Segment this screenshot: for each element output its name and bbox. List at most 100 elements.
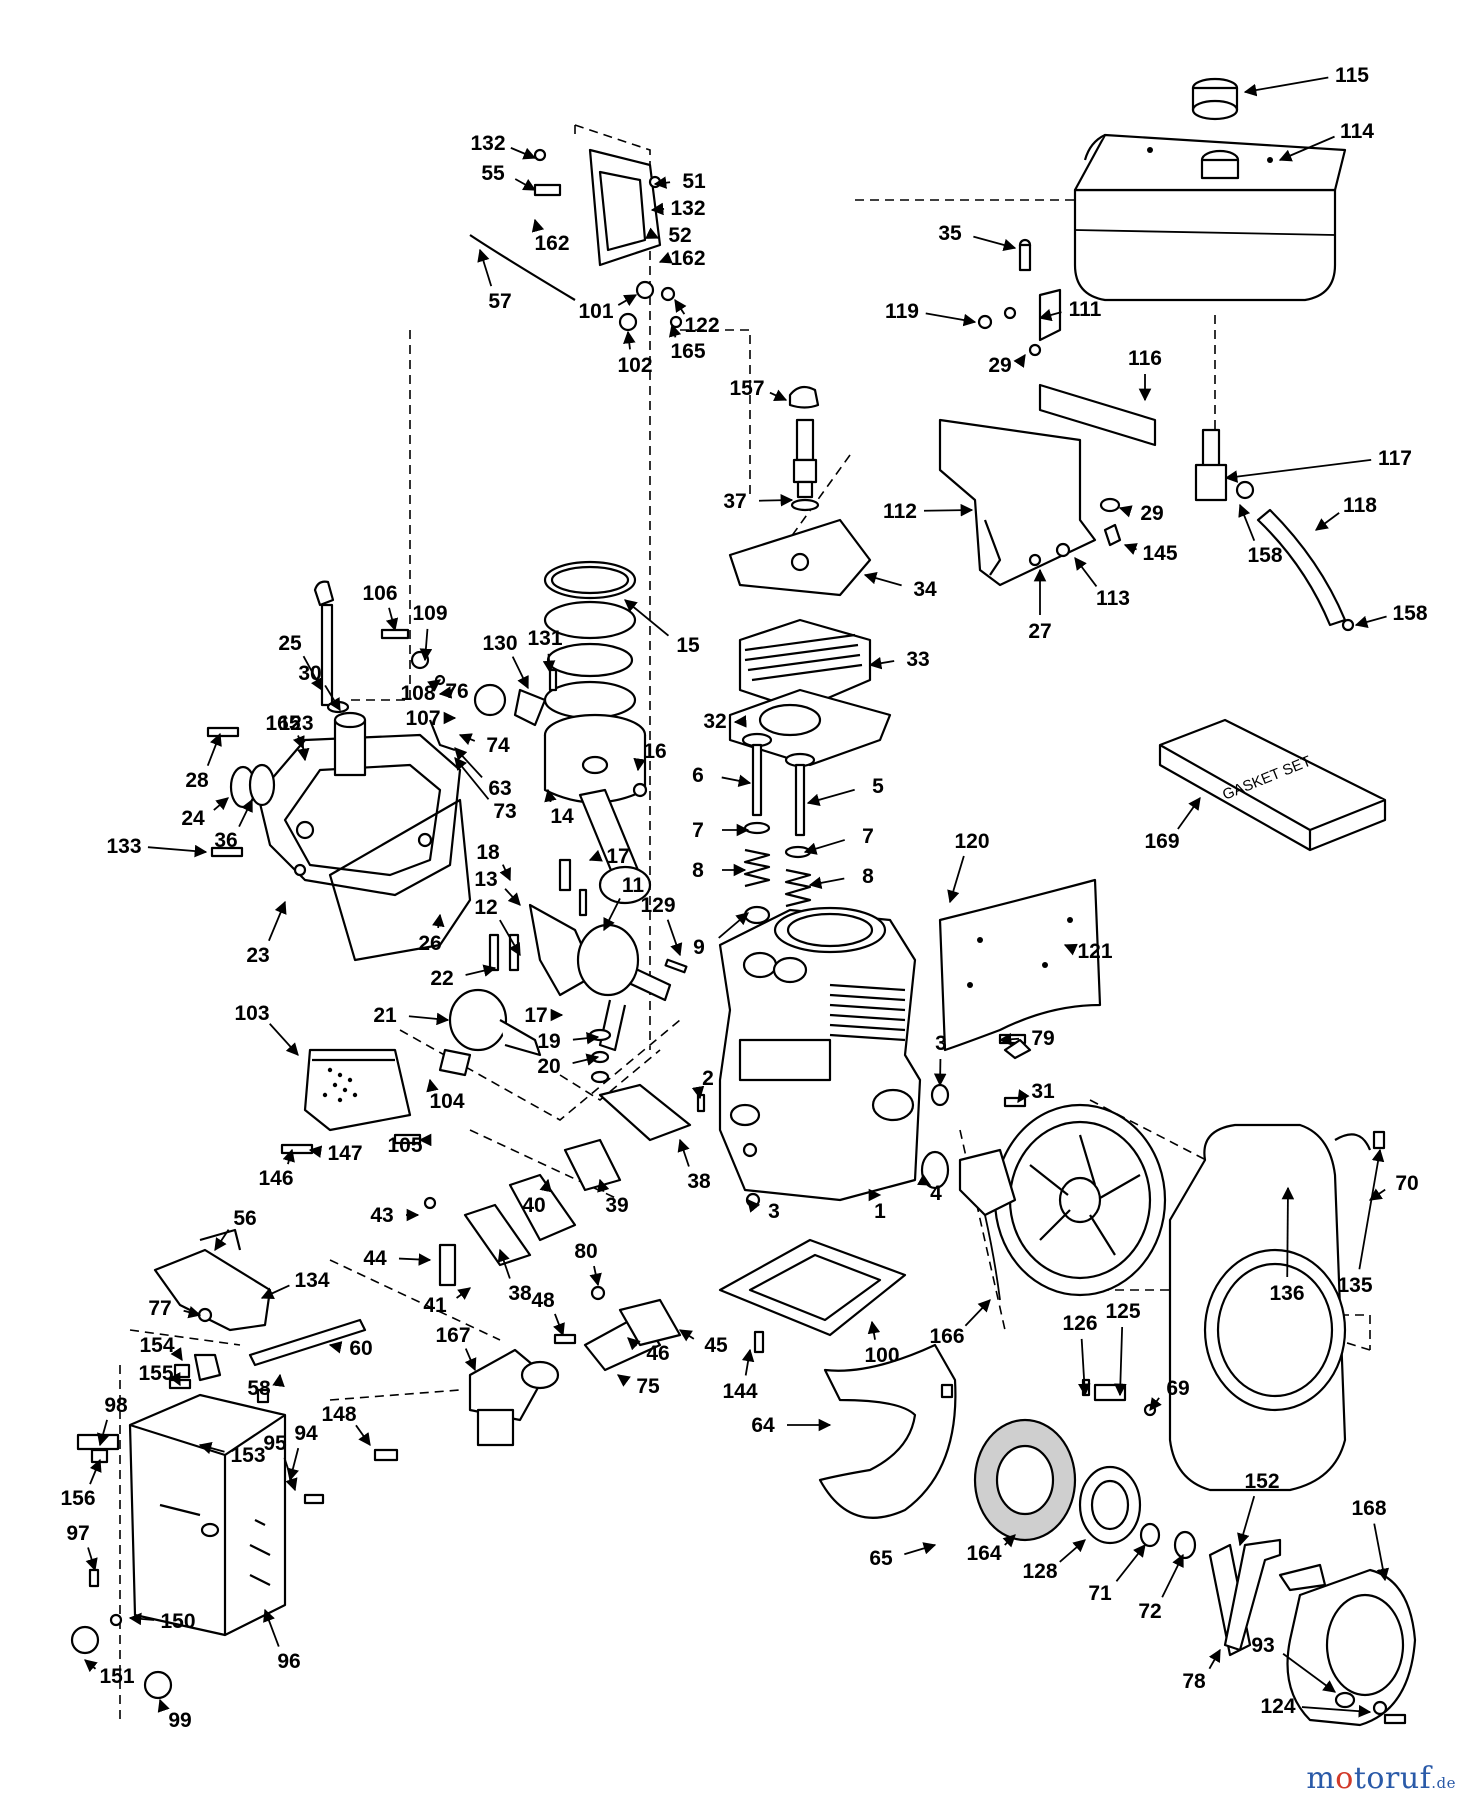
callout-71: 71 (1088, 1582, 1112, 1605)
leader-104 (426, 1078, 439, 1093)
callout-39: 39 (605, 1194, 628, 1217)
leader-4 (917, 1173, 932, 1186)
leader-102 (623, 330, 636, 350)
callout-100: 100 (864, 1344, 899, 1367)
callout-30: 30 (298, 662, 321, 685)
leader-136 (1281, 1186, 1295, 1278)
tank-bracket (938, 288, 1157, 587)
leader-144 (741, 1348, 755, 1376)
callout-13: 13 (474, 868, 497, 891)
callout-107: 107 (405, 707, 440, 730)
leader-124 (1301, 1704, 1372, 1718)
leader-119 (925, 312, 977, 327)
callout-35: 35 (938, 222, 962, 245)
flywheel (993, 1103, 1167, 1297)
leader-44 (398, 1253, 432, 1266)
callout-150: 150 (160, 1610, 195, 1633)
leader-57 (477, 248, 493, 287)
callout-24: 24 (181, 807, 205, 830)
callout-162: 162 (534, 232, 569, 255)
leader-145 (1123, 543, 1138, 555)
piston-rings (543, 560, 637, 720)
callout-60: 60 (349, 1337, 372, 1360)
callout-108: 108 (400, 682, 435, 705)
exhaust-valve (741, 732, 773, 817)
callout-22: 22 (430, 967, 453, 990)
leader-151 (84, 1659, 98, 1673)
intake-elbow (438, 1243, 682, 1372)
callout-97: 97 (66, 1522, 89, 1545)
callout-7: 7 (692, 819, 704, 842)
callout-145: 145 (1142, 542, 1177, 565)
leader-96 (263, 1608, 280, 1647)
leader-29 (1013, 353, 1026, 368)
callout-147: 147 (327, 1142, 362, 1165)
callout-114: 114 (1340, 120, 1374, 143)
watermark-brand-rest: toruf (1353, 1761, 1432, 1796)
assembly-guide-lines (119, 124, 1371, 1720)
crankcase-gasket (328, 798, 472, 962)
callout-117: 117 (1378, 447, 1412, 470)
callout-51: 51 (682, 170, 706, 193)
leader-37 (758, 493, 794, 507)
leader-76 (427, 679, 442, 692)
leader-114 (1278, 135, 1335, 162)
leader-21 (408, 1012, 450, 1026)
leader-30 (324, 684, 341, 712)
leader-167 (464, 1348, 477, 1372)
leader-169 (1177, 796, 1201, 830)
callout-58: 58 (247, 1377, 271, 1400)
leader-162 (531, 218, 545, 233)
callout-95: 95 (263, 1432, 287, 1455)
callout-40: 40 (522, 1194, 545, 1217)
fan-guard (818, 1343, 957, 1519)
oil-seal (229, 763, 276, 809)
leader-5 (806, 788, 855, 806)
callout-16: 16 (643, 740, 666, 763)
leader-72 (1161, 1553, 1184, 1598)
base-plate (718, 1238, 907, 1337)
leader-6 (721, 774, 752, 787)
callout-41: 41 (423, 1294, 447, 1317)
rear-shield (938, 878, 1102, 1052)
leader-122 (674, 298, 687, 315)
leader-132 (650, 202, 665, 216)
callout-166: 166 (929, 1325, 964, 1348)
leader-77 (183, 1306, 202, 1319)
callout-132: 132 (670, 197, 705, 220)
leader-166 (964, 1299, 991, 1327)
leader-22 (465, 964, 497, 977)
callout-9: 9 (693, 936, 705, 959)
callout-36: 36 (214, 829, 237, 852)
callout-126: 126 (1062, 1312, 1097, 1335)
callout-98: 98 (104, 1394, 128, 1417)
leader-35 (973, 235, 1017, 252)
callout-17: 17 (606, 845, 629, 868)
crankshaft (528, 903, 672, 1052)
callout-65: 65 (869, 1547, 893, 1570)
callout-34: 34 (913, 578, 937, 601)
leader-153 (198, 1441, 225, 1455)
callout-152: 152 (1244, 1470, 1279, 1493)
governor-gear (473, 683, 547, 727)
callout-12: 12 (474, 896, 497, 919)
leader-70 (1368, 1188, 1386, 1201)
callout-32: 32 (703, 710, 726, 733)
callout-23: 23 (246, 944, 269, 967)
leader-16 (633, 757, 646, 772)
leader-134 (260, 1284, 290, 1299)
callout-116: 116 (1128, 347, 1162, 370)
callout-77: 77 (148, 1297, 171, 1320)
watermark-brand-o: o (1335, 1761, 1354, 1796)
callout-115: 115 (1335, 64, 1369, 87)
washer-nut (1139, 1522, 1197, 1560)
callout-27: 27 (1028, 620, 1051, 643)
leader-13 (504, 888, 521, 906)
leader-148 (355, 1424, 371, 1447)
leader-103 (269, 1023, 299, 1056)
callout-26: 26 (418, 932, 441, 955)
leader-15 (624, 599, 670, 637)
leader-46 (627, 1337, 641, 1351)
callout-146: 146 (258, 1167, 293, 1190)
callout-19: 19 (537, 1030, 560, 1053)
